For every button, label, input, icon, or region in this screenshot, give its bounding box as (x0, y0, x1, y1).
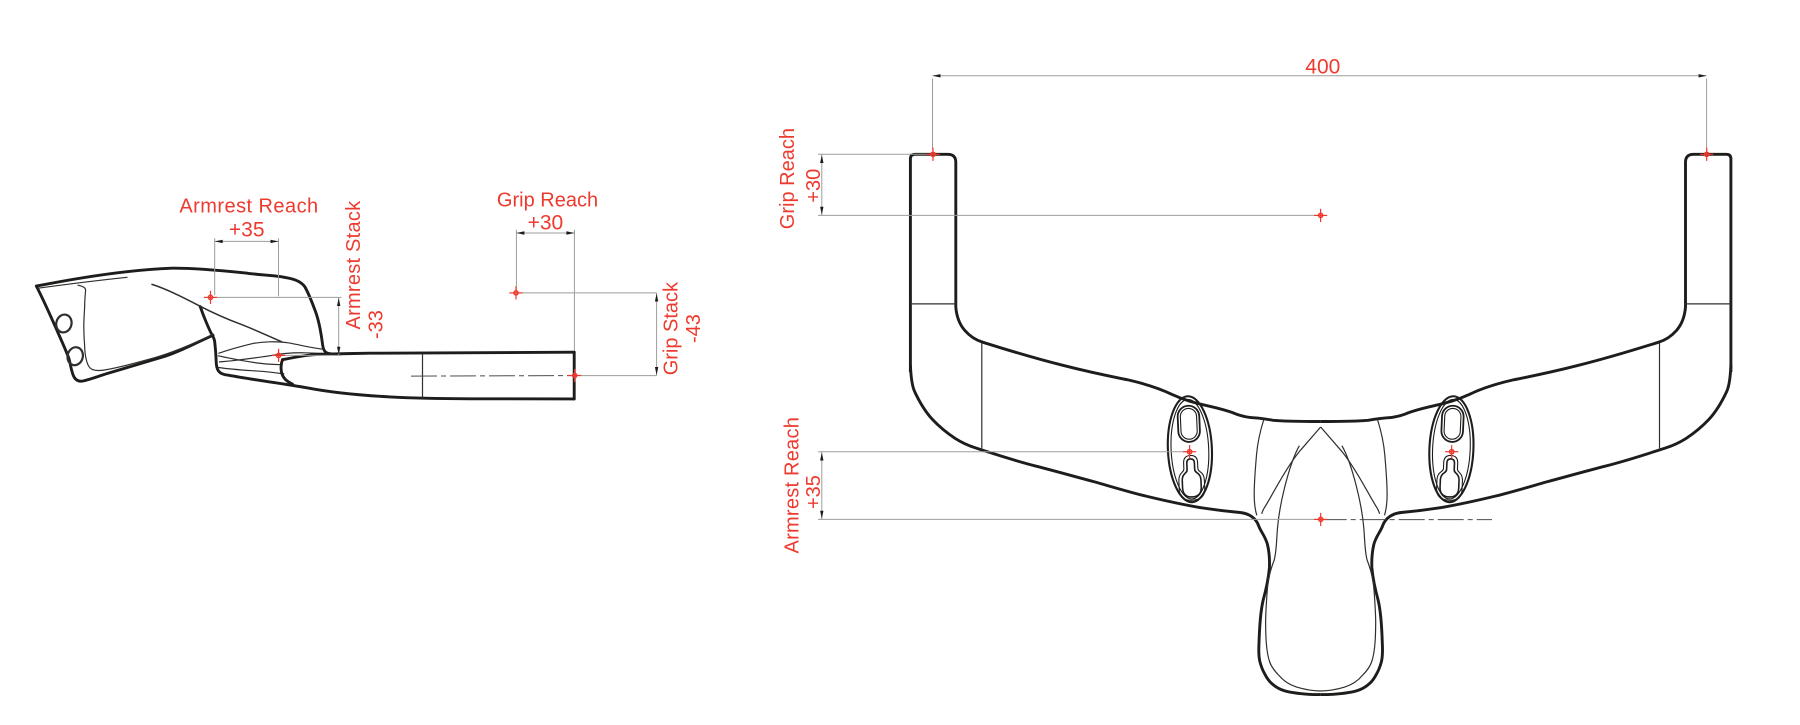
svg-text:-43: -43 (683, 314, 705, 343)
svg-text:400: 400 (1305, 55, 1340, 78)
svg-text:Grip Reach: Grip Reach (777, 128, 799, 229)
svg-text:+35: +35 (803, 475, 825, 509)
svg-text:+35: +35 (229, 219, 265, 242)
svg-text:Armrest Stack: Armrest Stack (343, 200, 365, 330)
svg-text:Armrest Reach: Armrest Reach (782, 417, 804, 554)
svg-text:Armrest Reach: Armrest Reach (179, 196, 318, 218)
svg-text:Grip Reach: Grip Reach (497, 190, 598, 212)
svg-text:Grip Stack: Grip Stack (661, 281, 683, 375)
svg-text:+30: +30 (803, 169, 825, 203)
svg-text:+30: +30 (528, 212, 564, 235)
svg-text:-33: -33 (366, 310, 388, 339)
